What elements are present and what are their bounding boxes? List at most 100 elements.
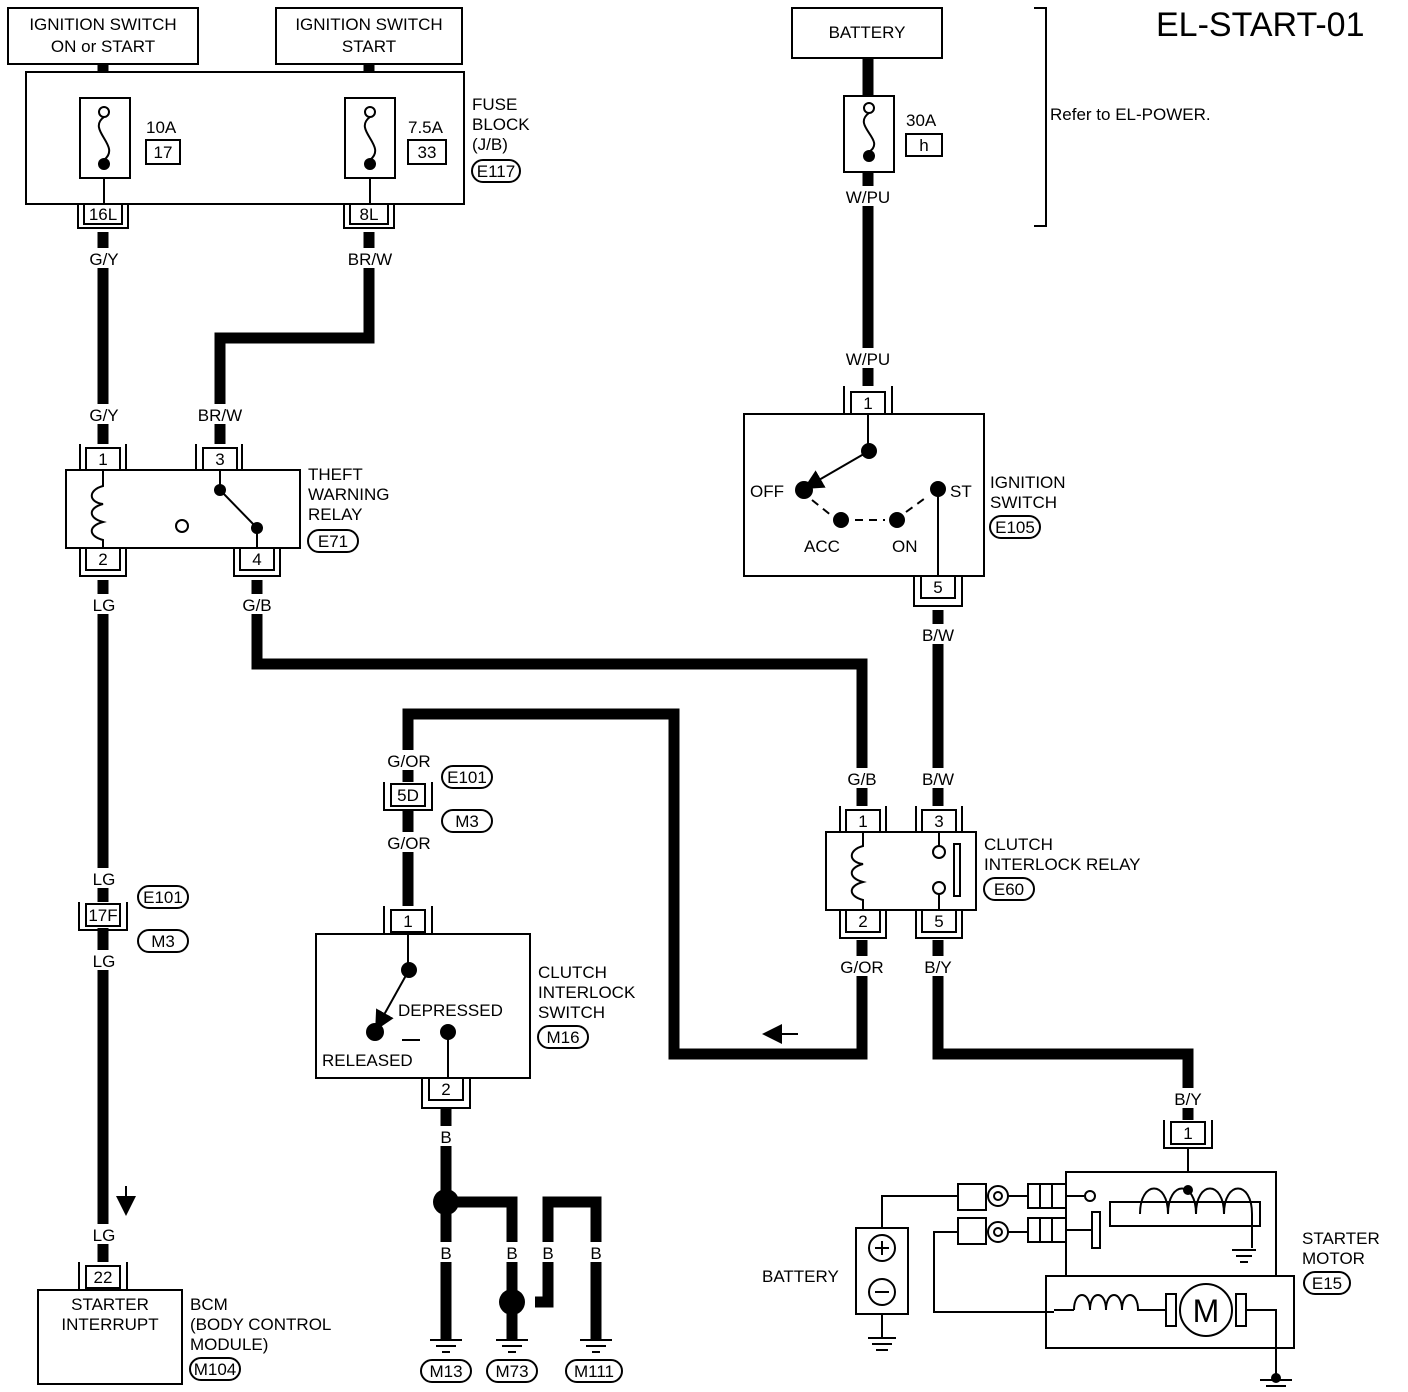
ground-splice — [433, 1189, 459, 1215]
relay-pin-3: 3 — [195, 444, 243, 471]
wire-label-wpu-2: W/PU — [846, 350, 890, 369]
clutch-relay-label-1: CLUTCH — [984, 835, 1053, 854]
theft-relay-pin-3: 3 — [215, 450, 224, 469]
theft-relay-coil — [90, 470, 107, 548]
ign-pin-1: 1 — [843, 386, 893, 415]
wire-label-lg-3: LG — [93, 952, 116, 971]
relay-pin-2: 2 — [79, 547, 127, 577]
ign-switch-pin-1: 1 — [863, 394, 872, 413]
fuse-33 — [344, 97, 396, 204]
bcm-label-2: (BODY CONTROL — [190, 1315, 331, 1334]
fuse-h — [843, 95, 895, 173]
clutch-relay-pin-5: 5 — [915, 909, 963, 939]
junction-17f: 17F — [78, 902, 128, 931]
ignition-on-start-source: IGNITION SWITCH ON or START — [7, 7, 199, 65]
wire-labels: G/Y BR/W G/Y BR/W W/PU W/PU LG G/B B/W G… — [84, 186, 1210, 1263]
ign-position-acc: ACC — [804, 537, 840, 556]
terminal-16l-label: 16L — [89, 205, 117, 224]
clutch-switch-label-3: SWITCH — [538, 1003, 605, 1022]
wire-label-brw-1: BR/W — [348, 250, 392, 269]
ign-pin-5: 5 — [913, 575, 963, 607]
wire-label-gb-1: G/B — [242, 596, 271, 615]
bcm-label-3: MODULE) — [190, 1335, 268, 1354]
ign-on-start-line1: IGNITION SWITCH — [29, 15, 176, 34]
clutch-switch-pin-1: 1 — [383, 906, 433, 934]
wire-label-lg-1: LG — [93, 596, 116, 615]
theft-relay-pin-2: 2 — [98, 550, 107, 569]
wire-label-b-5: B — [590, 1244, 601, 1263]
wire-label-gor-3: G/OR — [840, 958, 883, 977]
fuse-block-label-1: FUSE — [472, 95, 517, 114]
ign-switch-label-2: SWITCH — [990, 493, 1057, 512]
starter-pin-1-label: 1 — [1183, 1124, 1192, 1143]
clutch-switch-label-1: CLUTCH — [538, 963, 607, 982]
theft-relay-contact — [214, 470, 263, 548]
wire-label-gy-2: G/Y — [89, 406, 118, 425]
wire-label-lg-2: LG — [93, 870, 116, 889]
fuse-33-number: 33 — [418, 143, 437, 162]
ground-m111-label: M111 — [574, 1362, 614, 1381]
bcm-box-line1: STARTER — [71, 1295, 149, 1314]
wire-label-lg-4: LG — [93, 1226, 116, 1245]
wire-label-gor-2: G/OR — [387, 834, 430, 853]
ign-start-line1: IGNITION SWITCH — [295, 15, 442, 34]
wire-label-b-4: B — [542, 1244, 553, 1263]
relay-pin-1: 1 — [79, 444, 127, 471]
theft-relay-pin-4: 4 — [252, 550, 261, 569]
clutch-relay-pin-2: 2 — [839, 909, 887, 939]
clutch-switch-depressed: DEPRESSED — [398, 1001, 503, 1020]
fuse-block-connector: E117 — [477, 162, 515, 181]
clutch-interlock-switch: 1 2 DEPRESSED RELEASED — [315, 906, 531, 1109]
starter-connector: E15 — [1312, 1274, 1342, 1293]
ign-position-on: ON — [892, 537, 918, 556]
terminal-8l: 8L — [343, 203, 395, 229]
clutch-interlock-relay: 1 3 2 5 — [825, 806, 977, 939]
ignition-start-source: IGNITION SWITCH START — [275, 7, 463, 65]
wire-label-brw-2: BR/W — [198, 406, 242, 425]
clutch-relay-pin-1: 1 — [839, 806, 887, 833]
theft-warning-relay: 1 3 2 4 — [65, 444, 301, 577]
ign-switch-pin-5: 5 — [933, 578, 942, 597]
reference-bracket — [1034, 7, 1047, 227]
ground-m73: M73 — [486, 1339, 538, 1383]
starter-label-2: MOTOR — [1302, 1249, 1365, 1268]
wire-label-by-2: B/Y — [1174, 1090, 1201, 1109]
starter-label-1: STARTER — [1302, 1229, 1380, 1248]
relay-pin-4: 4 — [233, 547, 281, 577]
junction-5d-m3: M3 — [455, 812, 479, 831]
fuse-33-amps: 7.5A — [408, 118, 444, 137]
starter-motor: 1 M — [855, 1120, 1295, 1387]
wire-label-b-2: B — [440, 1244, 451, 1263]
clutch-switch-pin-1-label: 1 — [403, 912, 412, 931]
ignition-switch: 1 5 OFF ACC ON ST — [743, 386, 985, 607]
ign-start-line2: START — [342, 37, 396, 56]
wire-label-b-3: B — [506, 1244, 517, 1263]
junction-17f-label: 17F — [88, 906, 117, 925]
bcm-connector: M104 — [194, 1360, 237, 1379]
wire-label-bw-2: B/W — [922, 770, 954, 789]
fuse-block-label-3: (J/B) — [472, 135, 508, 154]
ground-splice-2 — [499, 1289, 525, 1315]
refer-note: Refer to EL-POWER. — [1050, 105, 1211, 124]
starter-motor-m: M — [1193, 1293, 1220, 1329]
fuse-block-label-2: BLOCK — [472, 115, 530, 134]
terminal-8l-label: 8L — [360, 205, 379, 224]
fuse-17-amps: 10A — [146, 118, 177, 137]
fuse-17 — [79, 97, 131, 204]
fuse-h-amps: 30A — [906, 111, 937, 130]
ground-m13: M13 — [420, 1339, 472, 1383]
wire-label-wpu-1: W/PU — [846, 188, 890, 207]
bcm: 22 STARTER INTERRUPT — [37, 1262, 183, 1385]
theft-relay-label-1: THEFT — [308, 465, 363, 484]
wire-label-gy-1: G/Y — [89, 250, 118, 269]
theft-relay-connector: E71 — [318, 532, 348, 551]
wire-label-bw-1: B/W — [922, 626, 954, 645]
clutch-switch-connector: M16 — [546, 1028, 579, 1047]
wire-label-gb-2: G/B — [847, 770, 876, 789]
terminal-16l: 16L — [77, 203, 129, 229]
theft-relay-label-3: RELAY — [308, 505, 363, 524]
ground-m111: M111 — [565, 1339, 623, 1383]
bcm-box-line2: INTERRUPT — [61, 1315, 158, 1334]
wires — [97, 58, 1194, 1340]
clutch-relay-connector: E60 — [994, 880, 1024, 899]
